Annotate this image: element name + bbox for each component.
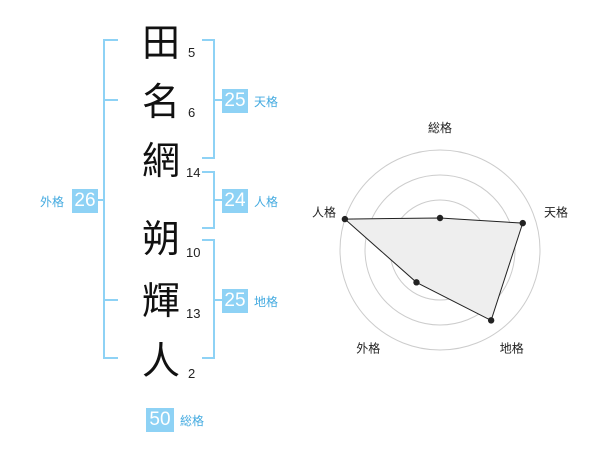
radar-point-3 (413, 279, 420, 286)
surname-char-1: 田 (141, 21, 180, 65)
radar-point-1 (519, 219, 526, 227)
radar-point-2 (487, 317, 495, 324)
radar-point-0 (436, 214, 444, 222)
radar-point-4 (341, 215, 349, 223)
radar-grid-ring-4 (339, 149, 541, 351)
soukaku-label: 総格 (180, 414, 205, 428)
given-char-1: 朔 (141, 217, 180, 261)
radar-axis-label-0: 総格 (428, 120, 452, 135)
given-char-2: 輝 (141, 279, 180, 323)
radar-polygon (343, 217, 524, 322)
gaikaku-badge: 26 (72, 189, 98, 213)
given-strokes-3: 2 (188, 366, 196, 381)
soukaku-badge: 50 (146, 408, 174, 432)
chikaku-badge: 25 (222, 289, 248, 313)
given-strokes-1: 10 (186, 245, 201, 260)
chikaku-bracket (202, 239, 215, 359)
given-char-3: 人 (141, 339, 180, 383)
jinkaku-bracket (202, 171, 215, 229)
tenkaku-badge: 25 (222, 89, 248, 113)
given-strokes-2: 13 (186, 306, 201, 321)
jinkaku-badge: 24 (222, 189, 248, 213)
radar-axis-label-1: 天格 (544, 204, 568, 219)
tenkaku-label: 天格 (254, 95, 279, 109)
surname-strokes-3: 14 (186, 165, 201, 180)
surname-char-2: 名 (141, 80, 180, 124)
radar-axis-label-3: 外格 (356, 341, 380, 356)
surname-char-3: 網 (141, 139, 180, 183)
radar-axis-label-4: 人格 (312, 204, 336, 219)
tenkaku-bracket (202, 39, 215, 159)
surname-strokes-1: 5 (188, 45, 196, 60)
jinkaku-label: 人格 (254, 195, 279, 209)
gaikaku-label: 外格 (40, 195, 65, 209)
chikaku-label: 地格 (254, 295, 279, 309)
surname-strokes-2: 6 (188, 105, 196, 120)
gaikaku-bracket (103, 39, 118, 359)
radar-axis-label-2: 地格 (500, 341, 524, 356)
radar-grid-ring-3 (364, 174, 516, 326)
